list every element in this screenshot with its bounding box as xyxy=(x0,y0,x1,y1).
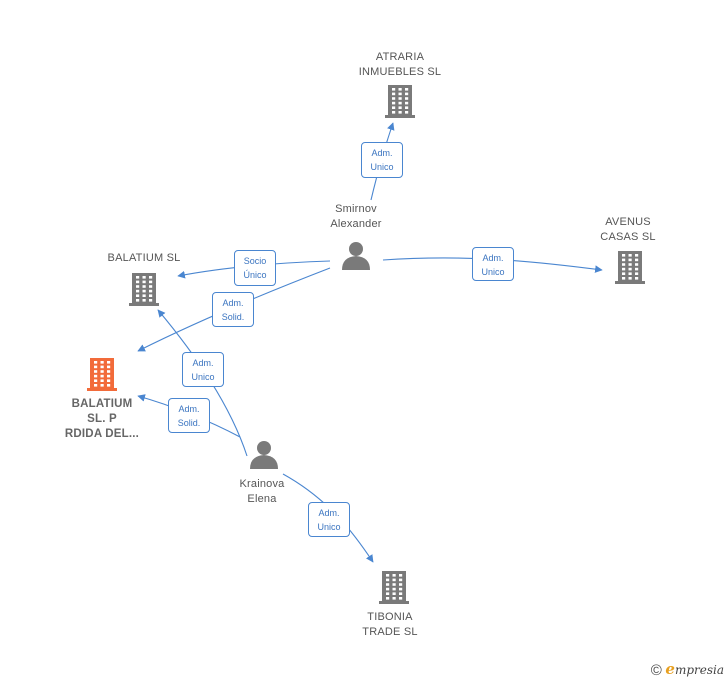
brand-logo: empresia xyxy=(665,659,724,678)
person-icon[interactable] xyxy=(342,242,370,270)
node-label-line: Krainova xyxy=(239,478,285,490)
node-label-tibonia[interactable]: TIBONIA TRADE SL xyxy=(345,610,435,640)
node-label-atraria[interactable]: ATRARIA INMUEBLES SL xyxy=(345,50,455,80)
edge-label-line: Adm. xyxy=(192,358,214,368)
node-label-line: ATRARIA xyxy=(375,51,425,63)
node-label-line: TRADE SL xyxy=(362,626,418,638)
edge-label-smirnov-to-avenus[interactable]: Adm. Unico xyxy=(472,247,514,281)
node-label-line: CASAS SL xyxy=(600,231,656,243)
edge-label-line: Solid. xyxy=(221,312,245,322)
node-label-line: AVENUS xyxy=(605,216,651,228)
building-icon[interactable] xyxy=(615,251,645,284)
node-label-line: BALATIUM xyxy=(71,398,133,410)
edge-label-line: Adm. xyxy=(318,508,340,518)
edge-label-line: Único xyxy=(243,270,267,280)
node-label-line: SL. P xyxy=(87,413,117,425)
node-label-line: RDIDA DEL... xyxy=(64,428,140,440)
edge-label-line: Adm. xyxy=(482,253,504,263)
node-label-avenus[interactable]: AVENUS CASAS SL xyxy=(588,215,668,245)
edge-label-krainova-to-tibonia[interactable]: Adm. Unico xyxy=(308,502,350,537)
node-label-line: INMUEBLES SL xyxy=(358,66,442,78)
edge-label-krainova-to-balatium[interactable]: Adm. Unico xyxy=(182,352,224,387)
node-label-balatium[interactable]: BALATIUM SL xyxy=(94,251,194,266)
copyright-icon: © xyxy=(650,662,662,679)
edge-label-line: Unico xyxy=(317,522,341,532)
node-label-line: BALATIUM SL xyxy=(107,252,181,264)
edge-label-krainova-to-balatium_p[interactable]: Adm. Solid. xyxy=(168,398,210,433)
node-label-line: Smirnov xyxy=(335,203,377,215)
node-label-line: Elena xyxy=(247,493,277,505)
edge-label-line: Unico xyxy=(481,267,505,277)
footer-brand: © empresia xyxy=(651,660,724,679)
node-label-balatium_p[interactable]: BALATIUM SL. P RDIDA DEL... xyxy=(57,397,147,442)
building-icon[interactable] xyxy=(129,273,159,306)
building-icon[interactable] xyxy=(87,358,117,391)
building-icon[interactable] xyxy=(385,85,415,118)
building-icon[interactable] xyxy=(379,571,409,604)
edge-label-line: Adm. xyxy=(178,404,200,414)
edge-label-smirnov-to-balatium_p[interactable]: Adm. Solid. xyxy=(212,292,254,327)
edge-label-line: Socio xyxy=(243,256,267,266)
edge-label-line: Unico xyxy=(370,162,394,172)
edge-label-line: Solid. xyxy=(177,418,201,428)
node-label-line: TIBONIA xyxy=(367,611,413,623)
edge-label-line: Adm. xyxy=(371,148,393,158)
person-icon[interactable] xyxy=(250,441,278,469)
edge-label-line: Unico xyxy=(191,372,215,382)
edge-label-line: Adm. xyxy=(222,298,244,308)
node-label-line: Alexander xyxy=(330,218,382,230)
edge-label-smirnov-to-atraria[interactable]: Adm. Unico xyxy=(361,142,403,178)
